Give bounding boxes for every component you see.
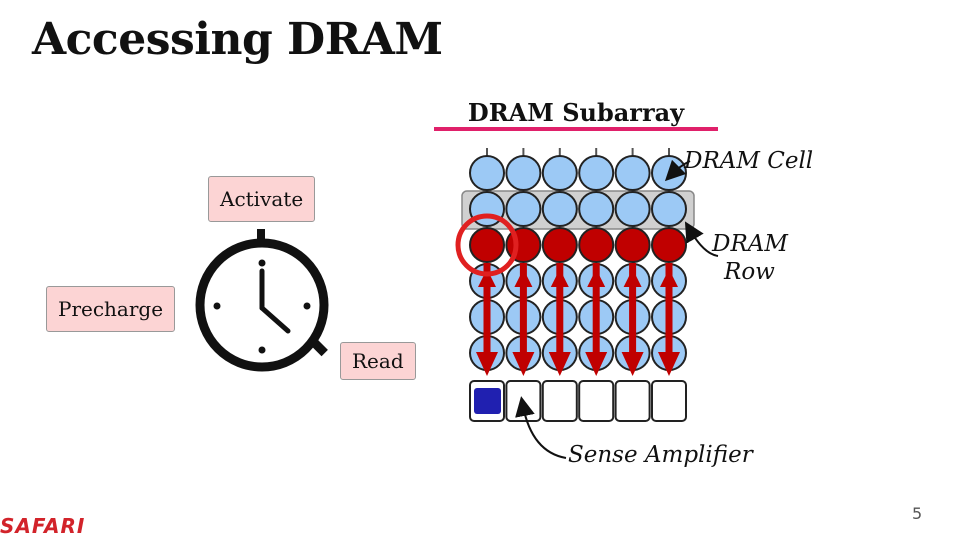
up-arrowhead (550, 269, 569, 287)
bitlines (486, 148, 670, 156)
dram-cell (578, 155, 615, 191)
dram-cell (651, 155, 687, 191)
selected-cell-ring (455, 213, 519, 277)
down-arrowhead (658, 352, 680, 376)
subarray-title: DRAM Subarray (467, 98, 685, 127)
slide-title: Accessing DRAM (32, 14, 443, 65)
dram-cell-active (578, 227, 615, 263)
sense-amplifier (578, 380, 615, 422)
sense-amplifier-label: Sense Amplifier (568, 442, 753, 468)
up-arrowhead (660, 269, 678, 287)
dram-row-label-line2: Row (724, 259, 775, 285)
sense-amplifier-latched (474, 388, 501, 414)
up-arrowhead (623, 269, 642, 287)
dram-cell-label: DRAM Cell (684, 148, 814, 174)
down-arrowhead (621, 352, 644, 376)
dram-row-label-line1: DRAM (712, 231, 788, 257)
safari-logo: SAFARI (0, 514, 86, 538)
dram-cell (651, 191, 687, 227)
data-transfer-arrows (476, 263, 680, 376)
dram-cell (614, 155, 651, 191)
dram-cell (469, 155, 505, 191)
sense-amplifier (614, 380, 651, 422)
up-arrowhead (478, 269, 496, 287)
sense-amplifier (651, 380, 687, 422)
dram-cell (614, 191, 651, 227)
dram-cell-active (614, 227, 651, 263)
dram-cell (505, 191, 542, 227)
up-arrowhead (587, 269, 606, 287)
activate-label: Activate (208, 176, 316, 222)
cell-array (469, 155, 687, 371)
dram-cell-active (469, 227, 505, 263)
down-arrowhead (585, 352, 608, 376)
cell-callout-arrow (664, 159, 691, 182)
read-label: Read (340, 342, 416, 380)
dram-cell (505, 155, 542, 191)
row-callout-arrow (684, 221, 719, 257)
sense-amp-callout-arrow (515, 396, 567, 459)
precharge-label: Precharge (46, 286, 176, 332)
stopwatch-icon (195, 229, 329, 372)
page-number: 5 (912, 504, 923, 523)
down-arrowhead (476, 352, 498, 376)
dram-cell (541, 155, 578, 191)
down-arrowhead (512, 352, 535, 376)
up-arrowhead (514, 269, 533, 287)
dram-cell (578, 191, 615, 227)
down-arrowhead (548, 352, 571, 376)
dram-cell (541, 191, 578, 227)
sense-amplifier (541, 380, 578, 422)
subarray-underline (434, 127, 718, 131)
dram-cell-active (651, 227, 687, 263)
dram-cell-active (541, 227, 578, 263)
sense-amplifier-row (469, 380, 687, 422)
sense-amplifier (505, 380, 542, 422)
